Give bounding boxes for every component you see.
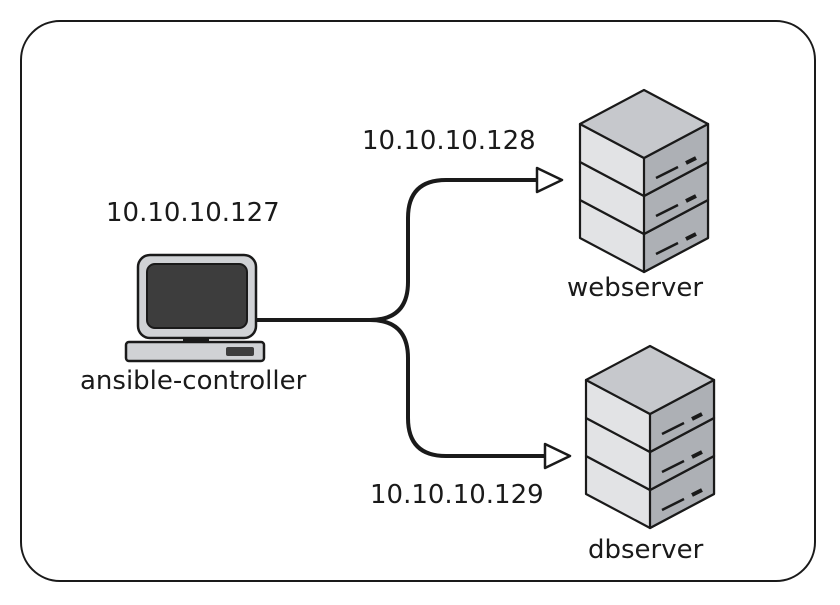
edge-controller-db — [255, 318, 545, 458]
webserver-ip-label: 10.10.10.128 — [362, 126, 536, 156]
server-stack-icon — [584, 344, 716, 530]
controller-ip-label: 10.10.10.127 — [106, 198, 280, 228]
diagram-frame — [20, 20, 816, 582]
server-stack-icon — [578, 88, 710, 274]
arrowhead-web — [535, 166, 564, 194]
dbserver-ip-label: 10.10.10.129 — [370, 480, 544, 510]
arrowhead-db — [543, 442, 572, 470]
dbserver-name-label: dbserver — [588, 535, 704, 565]
monitor-icon — [124, 253, 266, 363]
webserver-name-label: webserver — [567, 273, 704, 303]
edge-controller-web — [255, 178, 537, 322]
controller-name-label: ansible-controller — [80, 366, 307, 396]
